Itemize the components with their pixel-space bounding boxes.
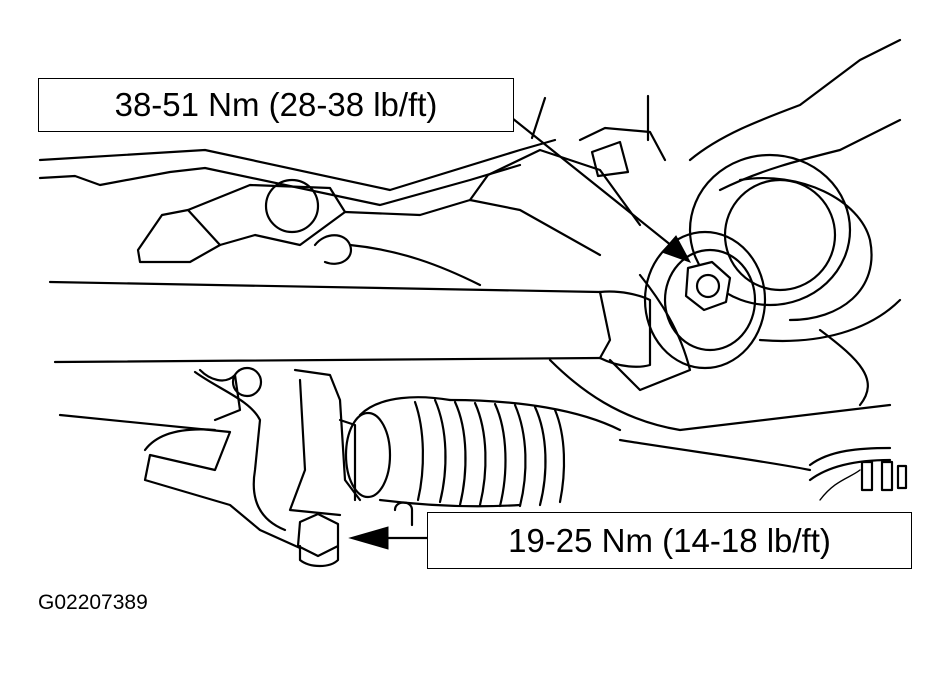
figure-id-label: G02207389 <box>38 591 148 614</box>
torque-callout-tie-rod-nut: 38-51 Nm (28-38 lb/ft) <box>38 78 514 132</box>
control-arm <box>688 38 902 407</box>
rack-mount-clamp <box>193 368 414 568</box>
rack-boot <box>344 396 622 508</box>
arrowhead-top <box>661 235 692 263</box>
torque-callout-clamp-bolt: 19-25 Nm (14-18 lb/ft) <box>427 512 912 569</box>
leader-arrow-bottom <box>348 526 429 550</box>
frame-rail <box>38 94 650 207</box>
arrowhead-bottom <box>348 526 389 550</box>
wiring-connector <box>808 446 908 501</box>
tie-rod <box>48 234 652 368</box>
subframe <box>58 358 892 550</box>
torque-callout-text: 19-25 Nm (14-18 lb/ft) <box>508 521 831 559</box>
leader-arrow-top <box>510 116 692 263</box>
bracket-housing <box>136 126 667 264</box>
torque-callout-text: 38-51 Nm (28-38 lb/ft) <box>114 86 438 123</box>
tie-rod-end <box>608 230 767 392</box>
